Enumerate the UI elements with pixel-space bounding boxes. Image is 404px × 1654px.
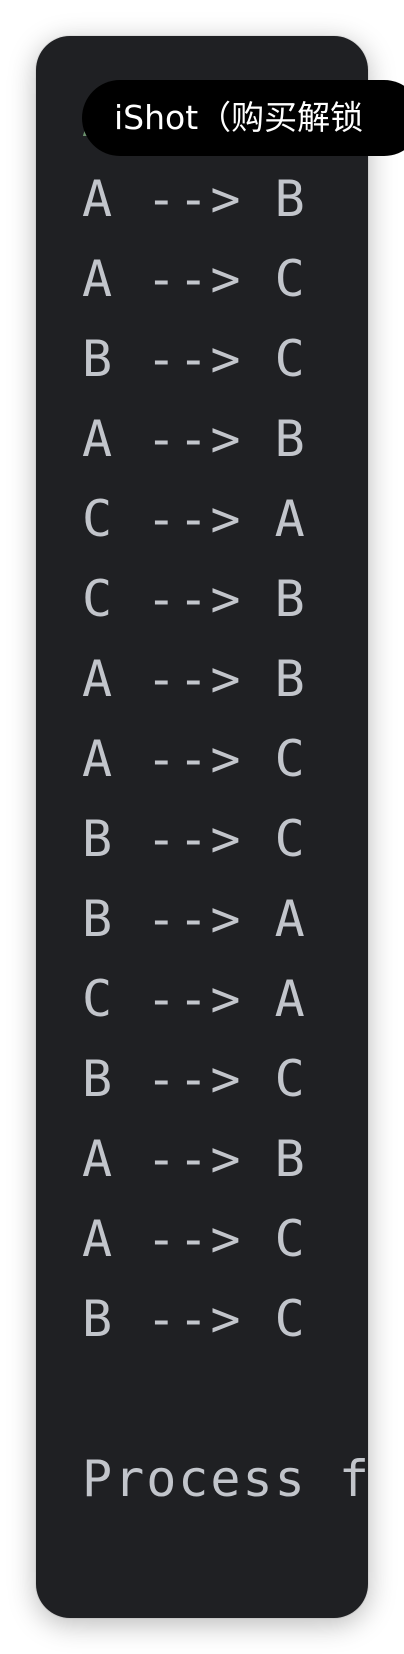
process-finished-line: Process fi <box>82 1450 368 1508</box>
console-line: C --> B <box>82 570 307 628</box>
console-line: A --> C <box>82 730 307 788</box>
console-line: C --> A <box>82 970 307 1028</box>
console-line: A --> B <box>82 650 307 708</box>
console-window: A A --> B A --> C B --> C A --> B C --> … <box>36 36 368 1618</box>
console-line: B --> C <box>82 1050 307 1108</box>
console-line: B --> C <box>82 810 307 868</box>
console-line: A --> B <box>82 1130 307 1188</box>
console-line: A --> C <box>82 1210 307 1268</box>
console-line: A --> B <box>82 410 307 468</box>
ishot-tooltip: iShot（购买解锁 <box>82 80 404 156</box>
console-line: A --> C <box>82 250 307 308</box>
console-output: A A --> B A --> C B --> C A --> B C --> … <box>82 36 368 1618</box>
console-line: B --> C <box>82 1290 307 1348</box>
console-line: B --> C <box>82 330 307 388</box>
console-line: A --> B <box>82 170 307 228</box>
console-line: C --> A <box>82 490 307 548</box>
console-line: B --> A <box>82 890 307 948</box>
